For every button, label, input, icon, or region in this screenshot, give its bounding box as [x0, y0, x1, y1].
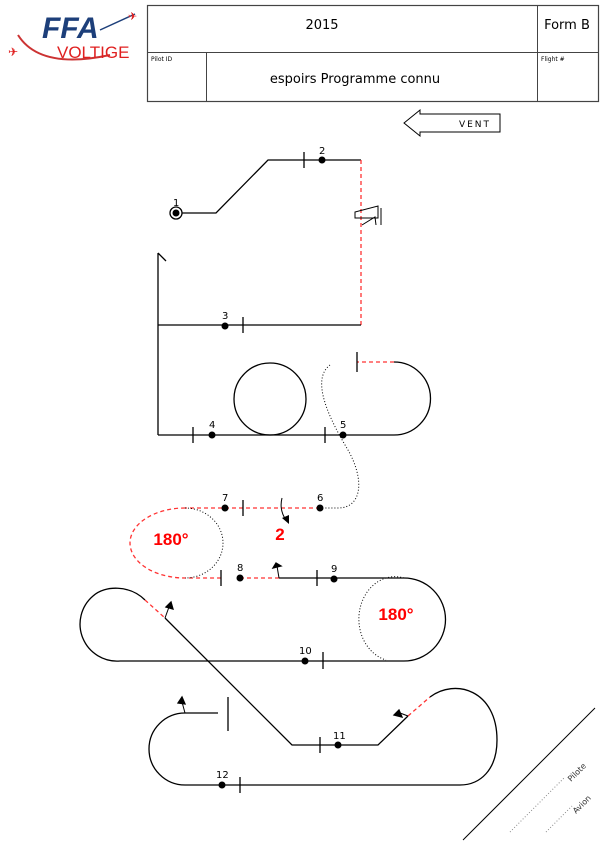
- wind-arrow: VENT: [403, 108, 501, 138]
- form-text: Form B: [544, 18, 590, 33]
- turn-annotation-1: 180°: [153, 530, 188, 549]
- figure-dots: [172, 156, 347, 789]
- figure-number-10: 10: [299, 646, 312, 657]
- figure-number-9: 9: [331, 564, 337, 575]
- aircraft-label: Avion: [571, 794, 593, 816]
- figure-number-1: 1: [173, 198, 179, 209]
- figure-number-8: 8: [237, 563, 243, 574]
- ffa-voltige-logo: FFA VOLTIGE ✈ ✈: [8, 10, 137, 62]
- svg-text:✈: ✈: [8, 45, 18, 59]
- figure-number-5: 5: [340, 420, 346, 431]
- figure-number-4: 4: [209, 420, 215, 431]
- pilot-label: Pilote: [566, 761, 588, 783]
- figure-number-3: 3: [222, 311, 228, 322]
- flight-label: Flight #: [541, 56, 565, 63]
- sequence-title: espoirs Programme connu: [270, 72, 440, 87]
- svg-text:FFA: FFA: [42, 12, 99, 45]
- figure-number-11: 11: [333, 731, 346, 742]
- figure-number-12: 12: [216, 770, 229, 781]
- figure-number-6: 6: [317, 493, 323, 504]
- turn-annotation-2: 180°: [378, 605, 413, 624]
- wind-label: VENT: [459, 120, 491, 130]
- snap-roll-icon: [354, 205, 382, 226]
- figure-number-2: 2: [319, 146, 325, 157]
- header-table: [146, 4, 600, 103]
- rolls-count: 2: [275, 525, 284, 544]
- svg-text:VOLTIGE: VOLTIGE: [57, 43, 129, 62]
- year-text: 2015: [305, 18, 338, 33]
- figure-number-7: 7: [222, 493, 228, 504]
- pilot-id-label: Pilot ID: [151, 56, 173, 63]
- svg-text:✈: ✈: [128, 10, 137, 23]
